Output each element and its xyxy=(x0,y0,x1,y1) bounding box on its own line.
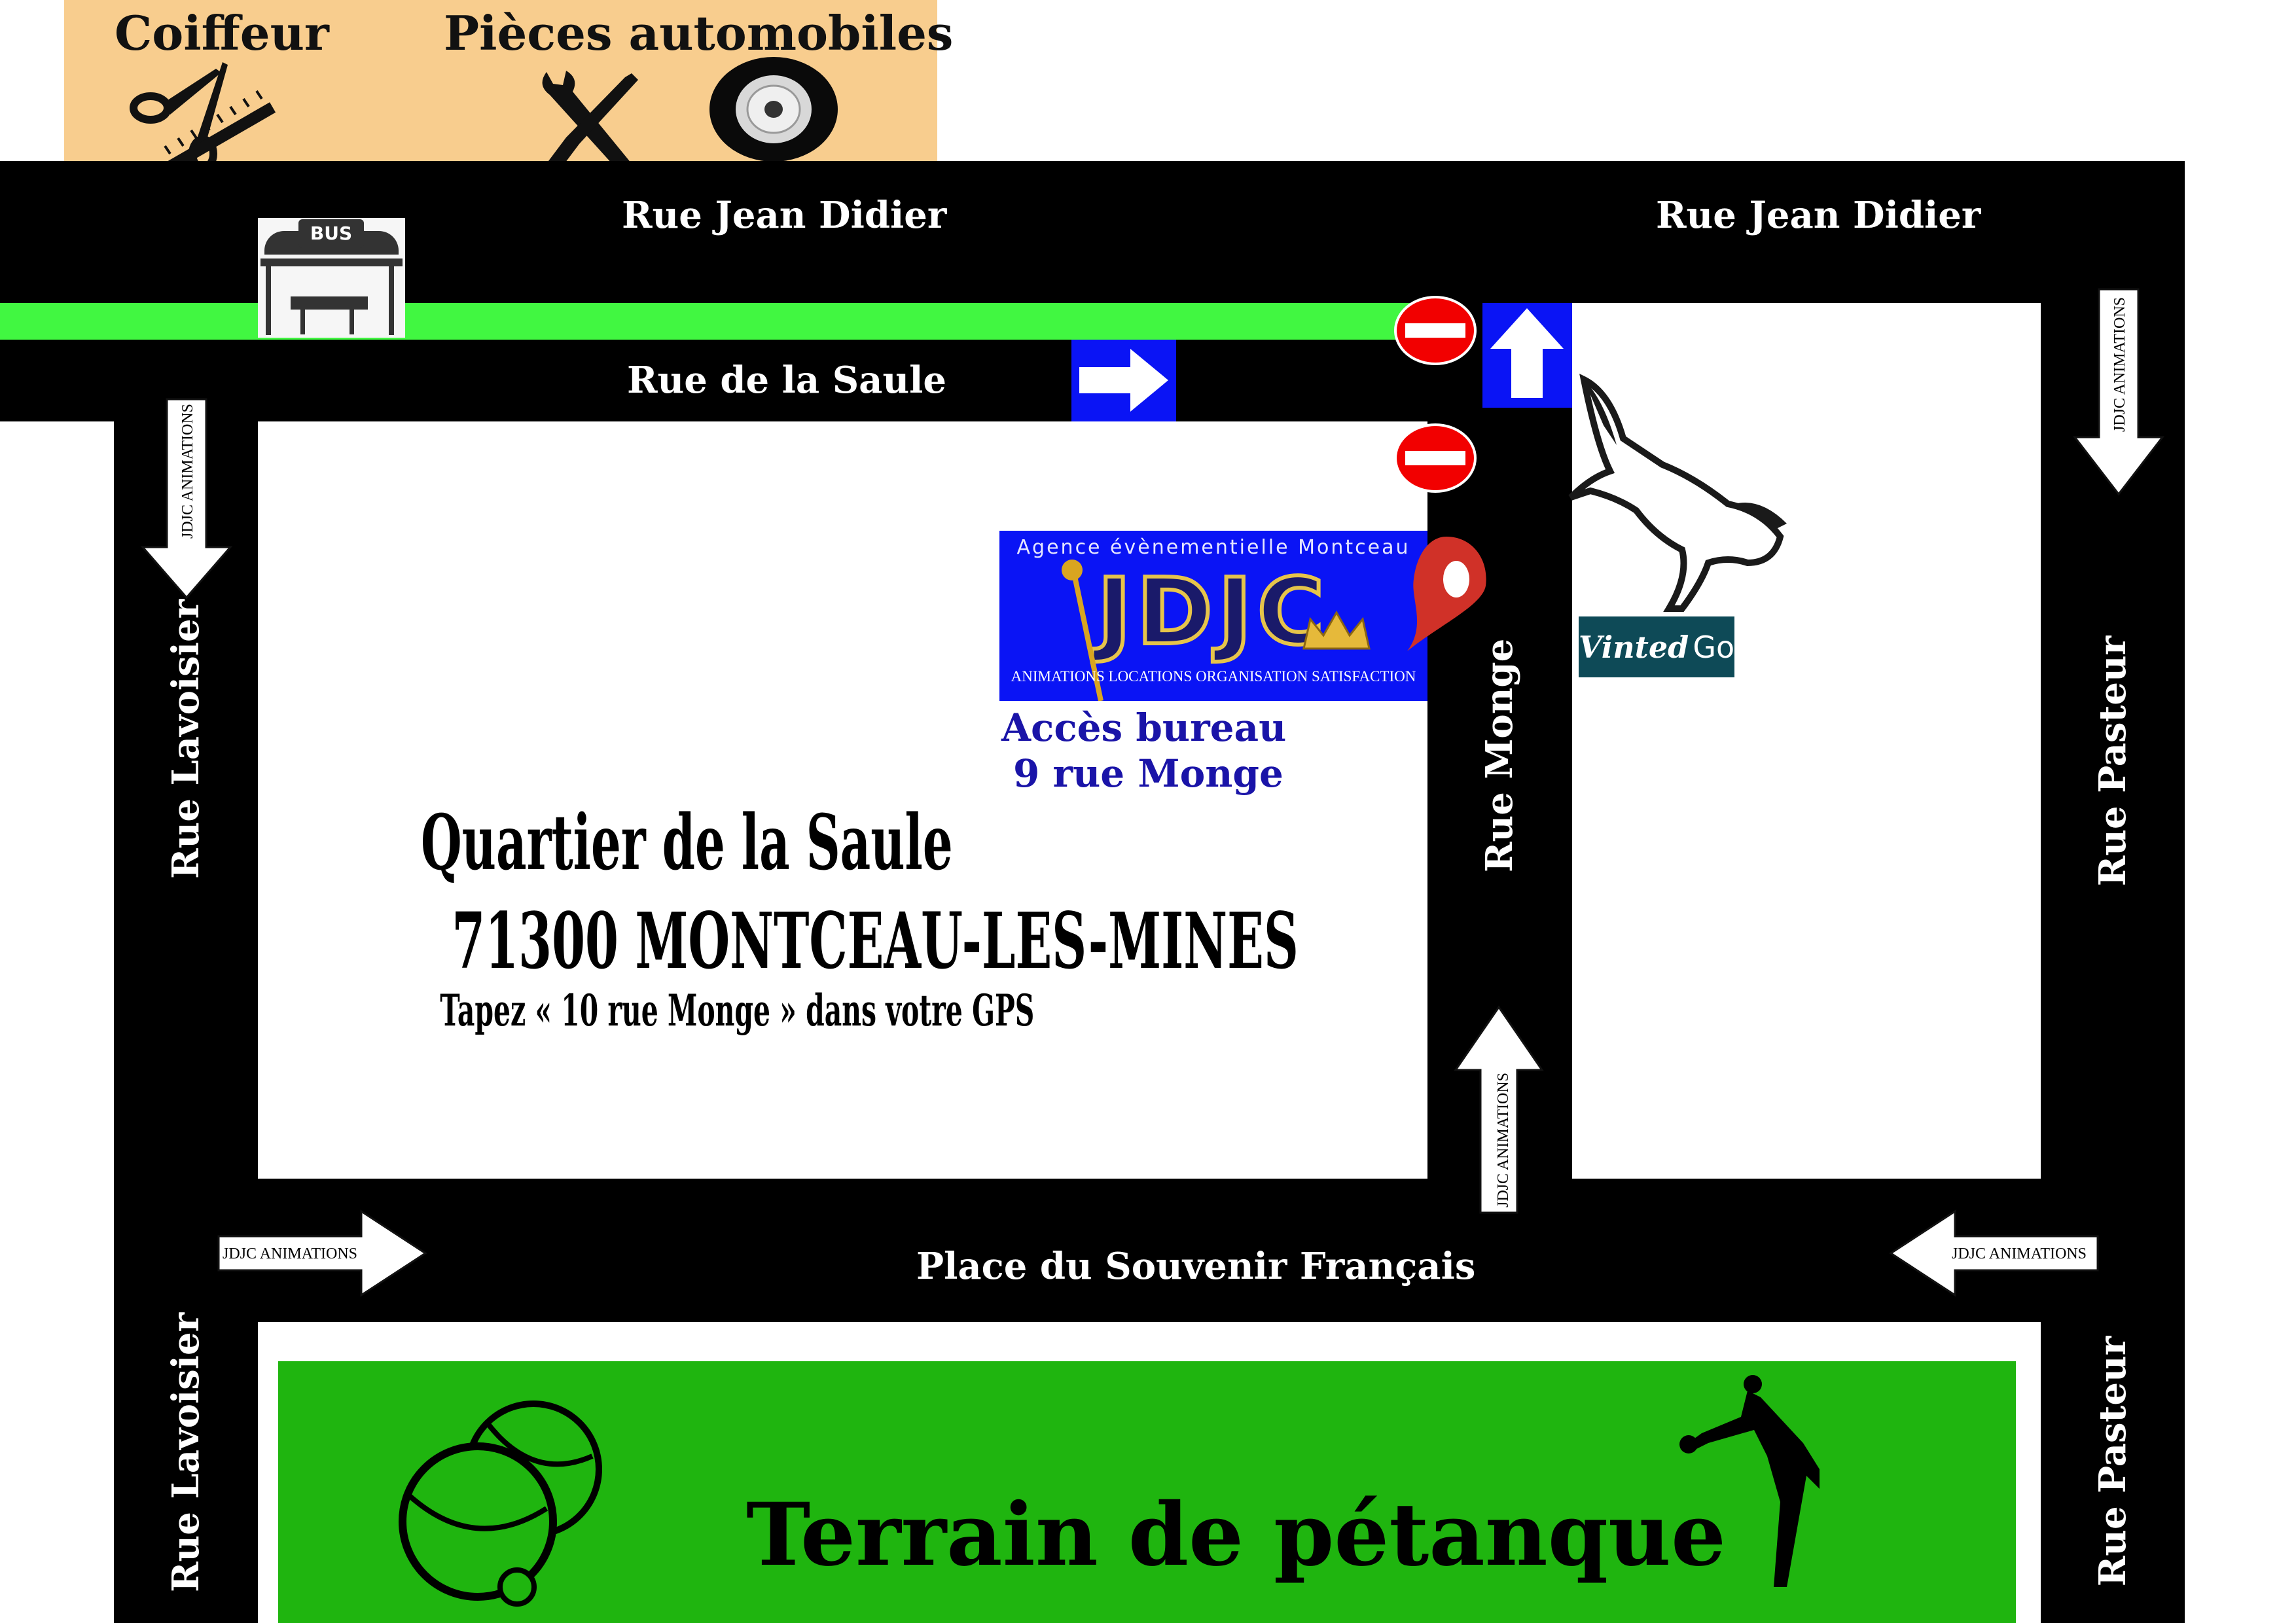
jdjc-name: JDJC xyxy=(1095,559,1330,666)
no-entry-sign-monge xyxy=(1394,423,1477,493)
label-rue-jean-didier: Rue Jean Didier xyxy=(622,194,947,237)
district-gps-wrap: Tapez « 10 rue Monge » dans votre GPS xyxy=(258,985,1034,1036)
label-rue-jean-didier-right: Rue Jean Didier xyxy=(1656,194,1981,237)
office-access-line2: 9 rue Monge xyxy=(1013,751,1283,796)
jdjc-arrow-pasteur-down: JDJC ANIMATIONS xyxy=(2072,288,2165,496)
label-rue-lavoisier-upper: Rue Lavoisier xyxy=(164,599,207,879)
district-title-wrap: Quartier de la Saule xyxy=(258,798,963,887)
label-rue-de-la-saule: Rue de la Saule xyxy=(627,359,947,402)
jdjc-arrow-monge-up: JDJC ANIMATIONS xyxy=(1454,1005,1544,1214)
district-gps-hint: Tapez « 10 rue Monge » dans votre GPS xyxy=(440,985,1035,1036)
jdjc-arrow-place-left: JDJC ANIMATIONS xyxy=(1889,1209,2099,1297)
crown-icon xyxy=(1302,610,1371,650)
svg-text:JDJC ANIMATIONS: JDJC ANIMATIONS xyxy=(223,1245,357,1262)
jdjc-arrow-text: JDJC ANIMATIONS xyxy=(179,404,196,539)
vinted-go: Go xyxy=(1693,629,1735,665)
map-pin-icon xyxy=(1407,537,1486,651)
coiffeur-label: Coiffeur xyxy=(115,5,329,61)
vinted-go-badge[interactable]: Vinted Go xyxy=(1579,616,1734,677)
no-entry-sign-top xyxy=(1394,296,1477,365)
label-place-souvenir: Place du Souvenir Français xyxy=(916,1245,1476,1288)
jdjc-tagline: Agence évènementielle Montceau xyxy=(1016,536,1410,559)
petanque-player-icon xyxy=(1679,1375,1820,1587)
label-rue-pasteur-lower: Rue Pasteur xyxy=(2091,1336,2134,1587)
auto-parts-label: Pièces automobiles xyxy=(444,5,954,61)
petanque-balls-icon xyxy=(399,1400,602,1607)
horse-icon xyxy=(1568,373,1787,612)
svg-text:JDJC ANIMATIONS: JDJC ANIMATIONS xyxy=(2111,297,2128,432)
label-rue-pasteur-upper: Rue Pasteur xyxy=(2091,635,2134,887)
jdjc-arrow-lavoisier-down: JDJC ANIMATIONS xyxy=(140,398,233,599)
label-rue-monge: Rue Monge xyxy=(1478,638,1521,872)
one-way-up-sign xyxy=(1482,303,1572,408)
road-place-souvenir xyxy=(114,1179,2185,1322)
scepter-icon xyxy=(1062,560,1103,701)
tools-icon xyxy=(542,71,638,170)
one-way-right-sign xyxy=(1071,340,1176,421)
office-access-line1: Accès bureau xyxy=(1001,705,1287,750)
scissors-comb-icon xyxy=(130,62,276,167)
petanque-label: Terrain de pétanque xyxy=(746,1484,1726,1586)
district-title: Quartier de la Saule xyxy=(421,798,953,887)
bus-stop-label: BUS xyxy=(298,219,364,248)
district-city: 71300 MONTCEAU-LES-MINES xyxy=(452,895,1299,986)
arrow-right-icon xyxy=(1079,349,1168,412)
jdjc-arrow-place-right: JDJC ANIMATIONS xyxy=(217,1209,427,1297)
arrow-up-icon xyxy=(1490,308,1564,398)
jdjc-logo[interactable]: Agence évènementielle Montceau JDJC ANIM… xyxy=(999,531,1427,701)
svg-text:JDJC ANIMATIONS: JDJC ANIMATIONS xyxy=(1952,1245,2087,1262)
wheel-icon xyxy=(709,57,838,162)
svg-text:JDJC ANIMATIONS: JDJC ANIMATIONS xyxy=(1495,1073,1512,1207)
district-city-wrap: 71300 MONTCEAU-LES-MINES xyxy=(192,895,1298,986)
road-rue-pasteur xyxy=(2041,303,2185,1623)
bus-stop-icon: BUS xyxy=(258,218,405,338)
jdjc-services: ANIMATIONS LOCATIONS ORGANISATION SATISF… xyxy=(1011,668,1416,685)
bus-lane xyxy=(0,303,1427,340)
label-rue-lavoisier-lower: Rue Lavoisier xyxy=(164,1312,207,1592)
vinted-brand: Vinted xyxy=(1578,629,1689,665)
